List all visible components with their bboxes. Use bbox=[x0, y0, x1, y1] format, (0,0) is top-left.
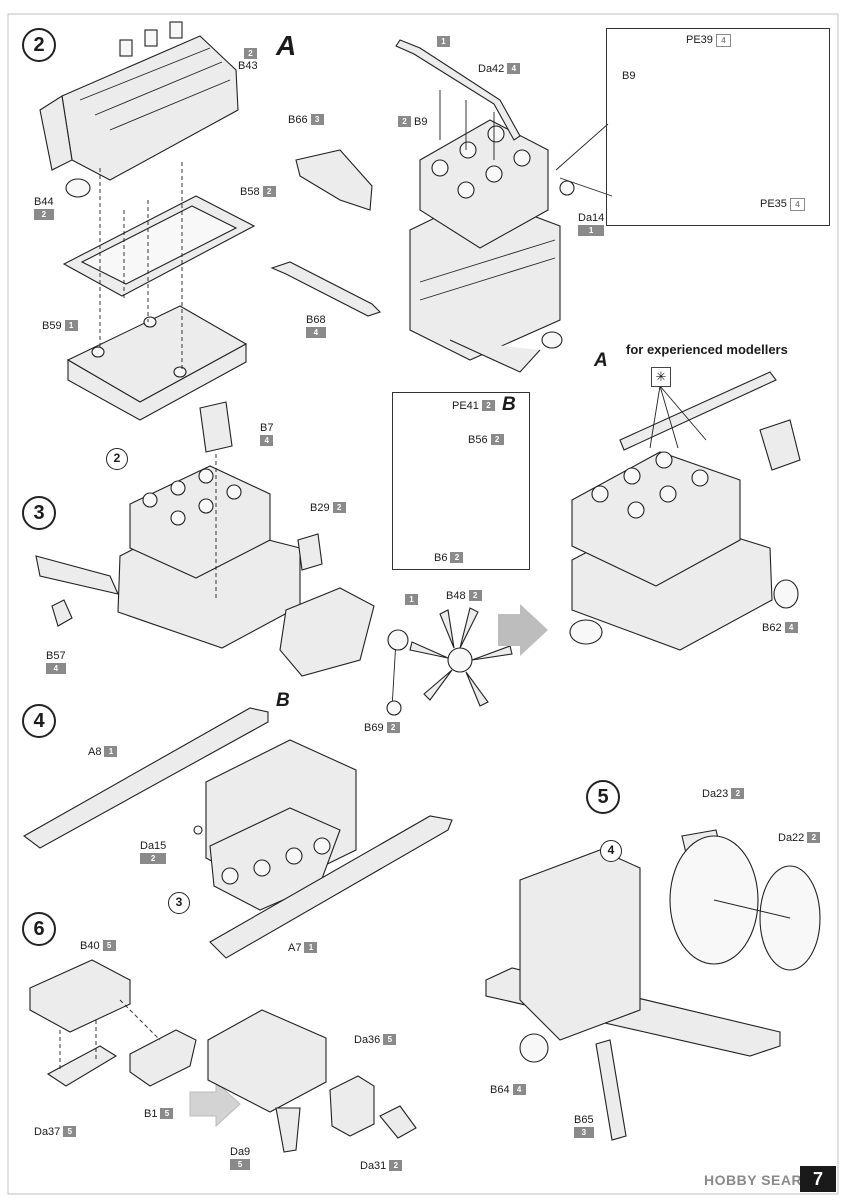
part-a7-drawing bbox=[209, 815, 453, 959]
part-b43-drawing bbox=[39, 21, 239, 198]
callout-b-pointer: B bbox=[276, 690, 290, 711]
part-da36-drawing bbox=[329, 1075, 375, 1137]
part-b29-drawing bbox=[297, 533, 323, 571]
subassembly-ref-2: 2 bbox=[106, 448, 128, 470]
part-a8-drawing bbox=[22, 707, 269, 849]
step-number-5: 5 bbox=[586, 780, 620, 814]
part-b48-drawing bbox=[409, 607, 513, 707]
subassembly-ref-3: 3 bbox=[168, 892, 190, 914]
subassembly-ref-4: 4 bbox=[600, 840, 622, 862]
callout-b-title: B bbox=[502, 394, 516, 415]
step6-arrow bbox=[189, 1080, 241, 1128]
part-da15-drawing bbox=[193, 825, 203, 835]
experienced-modellers-note: for experienced modellers bbox=[626, 342, 788, 357]
part-b40-drawing bbox=[29, 959, 131, 1033]
part-b1-drawing bbox=[129, 1029, 197, 1087]
part-da31-drawing bbox=[379, 1105, 417, 1139]
asterisk-icon: ✳ bbox=[651, 367, 671, 387]
direction-arrow bbox=[498, 604, 548, 656]
step-number-2: 2 bbox=[22, 28, 56, 62]
label-belt-box: 1 bbox=[402, 594, 418, 606]
part-da14-drawing bbox=[559, 180, 575, 196]
part-b68-drawing bbox=[270, 261, 382, 317]
label-part-top-box: 1 bbox=[434, 36, 450, 48]
callout-a-title: A bbox=[276, 30, 297, 61]
part-b-cover-drawing bbox=[279, 587, 375, 677]
part-da9-drawing bbox=[275, 1107, 301, 1153]
part-b69-drawing bbox=[391, 639, 397, 709]
engine-assembly-step3-drawing bbox=[117, 465, 301, 649]
engine-step5-drawing bbox=[519, 849, 641, 1041]
step-number-6: 6 bbox=[22, 912, 56, 946]
gearbox-drawing bbox=[207, 1009, 327, 1113]
step-number-4: 4 bbox=[22, 704, 56, 738]
part-b64-drawing bbox=[519, 1033, 549, 1063]
callout-a-pointer: A bbox=[594, 350, 608, 371]
label-b9-detail: B9 bbox=[622, 70, 636, 82]
part-da37-drawing bbox=[46, 1045, 118, 1087]
part-b65-drawing bbox=[595, 1039, 627, 1141]
part-b57-pipe bbox=[35, 555, 119, 595]
detail-frame-a bbox=[606, 28, 830, 226]
part-b7-drawing bbox=[199, 401, 233, 453]
page-number: 7 bbox=[800, 1166, 836, 1192]
hobby-search-watermark: HOBBY SEARCH bbox=[704, 1172, 824, 1188]
step-number-3: 3 bbox=[22, 496, 56, 530]
engine-final-drawing bbox=[569, 371, 801, 651]
engine-block-a-drawing bbox=[409, 119, 563, 373]
part-da42-drawing bbox=[395, 39, 521, 141]
detail-frame-b bbox=[392, 392, 530, 570]
engine-assembly-step4-drawing bbox=[205, 739, 357, 911]
part-b66-drawing bbox=[295, 149, 373, 211]
